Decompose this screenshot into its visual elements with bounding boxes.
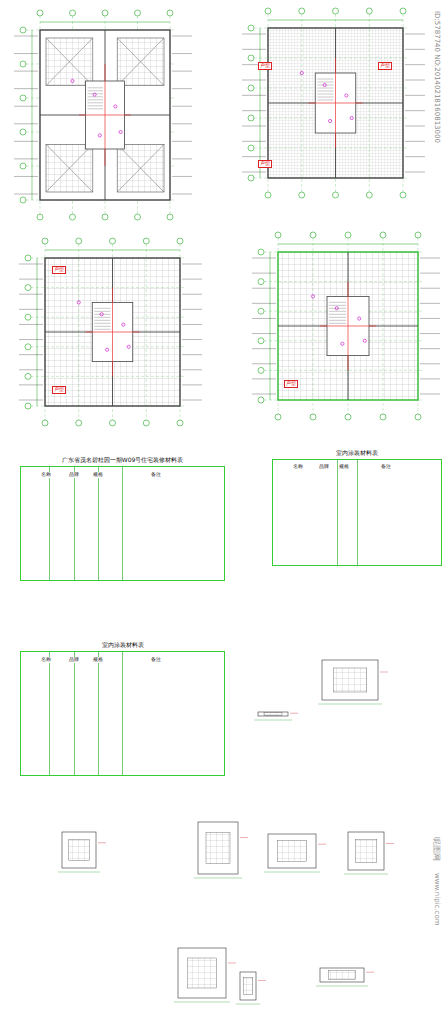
unit-tag: 户型	[284, 380, 298, 388]
detail-drawing	[344, 832, 394, 874]
table-header: 规格	[92, 472, 104, 478]
detail-drawing	[264, 834, 326, 872]
watermark: 昵图网	[431, 836, 440, 862]
table-header: 规格	[92, 657, 104, 663]
table-header: 品牌	[68, 657, 80, 663]
table-header: 备注	[380, 464, 392, 470]
floor-plan	[14, 10, 192, 220]
detail-drawing	[194, 822, 248, 878]
detail-drawing	[174, 948, 236, 1002]
table-grid	[20, 466, 225, 581]
unit-tag: 户型	[258, 62, 272, 70]
unit-tag: 户型	[258, 160, 272, 168]
floor-plan	[252, 232, 440, 420]
table-title: 室内涂装材料表	[272, 448, 442, 459]
table-title: 室内涂装材料表	[20, 640, 225, 651]
table-grid	[272, 459, 442, 566]
table-header: 备注	[150, 657, 162, 663]
unit-tag: 户型	[378, 62, 392, 70]
table-header: 备注	[150, 472, 162, 478]
watermark: www.nipic.com	[432, 872, 440, 927]
unit-tag: 户型	[52, 266, 66, 274]
table-header: 品牌	[68, 472, 80, 478]
table-header: 规格	[338, 464, 350, 470]
table-header: 名称	[40, 472, 52, 478]
detail-drawing	[236, 972, 266, 1004]
table-title: 广东省茂名碧桂园一期W09号住宅装修材料表	[20, 455, 225, 466]
unit-tag: 户型	[52, 386, 66, 394]
floor-plan	[242, 8, 425, 198]
table-header: 品牌	[318, 464, 330, 470]
floor-plan	[19, 238, 202, 426]
detail-drawing	[318, 660, 388, 704]
detail-drawing	[316, 968, 374, 986]
watermark: ID:5787740 NO:20140218160813000	[432, 10, 440, 144]
table-header: 名称	[40, 657, 52, 663]
detail-drawing	[254, 712, 298, 720]
detail-drawing	[58, 832, 106, 872]
table-grid	[20, 651, 225, 776]
table-header: 名称	[292, 464, 304, 470]
